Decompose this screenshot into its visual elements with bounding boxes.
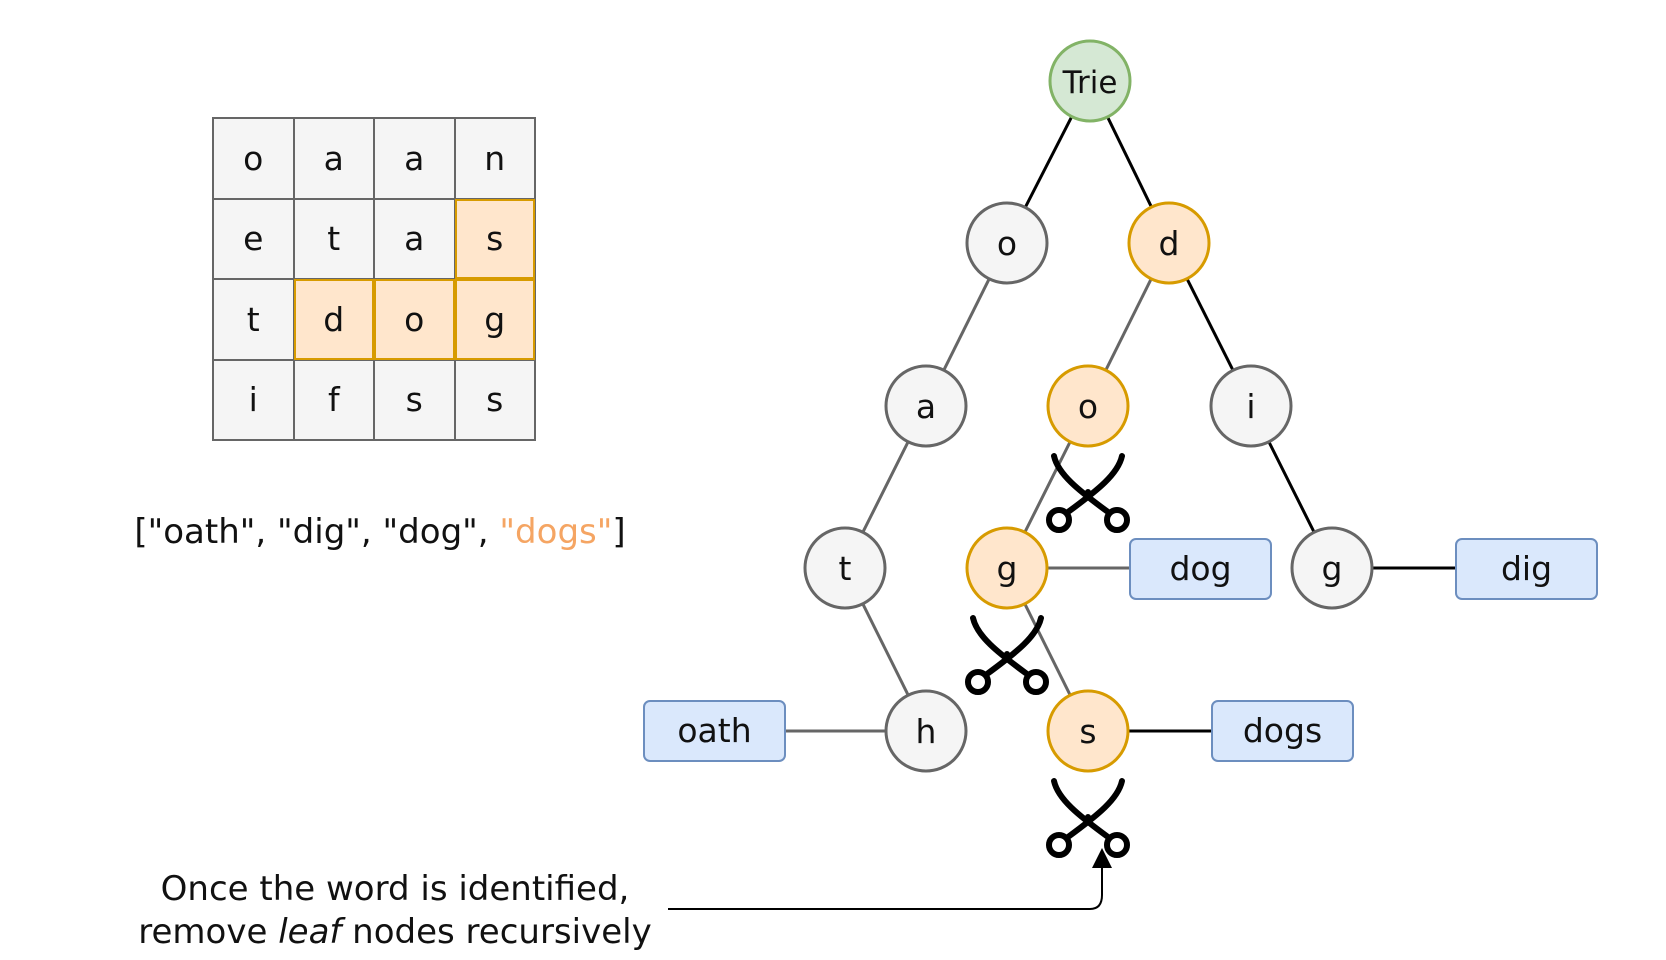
grid-cell: o: [213, 118, 294, 199]
trie-node-label: i: [1246, 387, 1255, 426]
grid-cell: o: [374, 279, 455, 360]
trie-edge: [1106, 116, 1153, 208]
word-box-label: oath: [677, 711, 751, 750]
trie-node-label: Trie: [1062, 65, 1118, 101]
word-list: ["oath", "dig", "dog", "dogs"]: [130, 512, 630, 552]
word-list-item: "oath": [147, 512, 256, 552]
trie-edge: [942, 278, 991, 371]
annotation-line-1: Once the word is identified,: [160, 869, 630, 909]
word-box: oath: [643, 700, 786, 762]
word-box: dig: [1455, 538, 1598, 600]
word-list-item: "dig": [277, 512, 361, 552]
trie-edge: [1023, 603, 1072, 696]
grid-cell: i: [213, 359, 294, 440]
trie-edge: [1185, 278, 1235, 371]
annotation-emphasis: leaf: [278, 912, 342, 952]
trie-node: o: [1046, 364, 1130, 448]
grid-cell: s: [454, 198, 535, 279]
trie-edge: [861, 441, 910, 533]
word-box-label: dog: [1169, 549, 1231, 588]
word-list-bracket: ]: [612, 512, 626, 552]
grid-cell: s: [374, 359, 455, 440]
word-box: dogs: [1211, 700, 1354, 762]
word-list-bracket: [: [134, 512, 148, 552]
grid-cell: d: [293, 279, 374, 360]
scissors-icon: [1046, 453, 1130, 533]
grid-cell: a: [374, 118, 455, 199]
grid-cell: t: [293, 198, 374, 279]
trie-node: o: [965, 201, 1049, 285]
trie-node-label: h: [916, 712, 937, 751]
trie-root-node: Trie: [1048, 39, 1132, 123]
trie-node: d: [1127, 201, 1211, 285]
trie-node-label: g: [997, 549, 1018, 588]
scissors-icon: [965, 615, 1049, 695]
trie-node-label: g: [1322, 549, 1343, 588]
word-box: dog: [1129, 538, 1272, 600]
grid-cell: g: [454, 279, 535, 360]
trie-node-label: s: [1079, 712, 1096, 751]
trie-node-label: o: [997, 224, 1017, 263]
trie-node: t: [803, 526, 887, 610]
trie-edge: [1267, 441, 1316, 533]
trie-edge: [1104, 278, 1153, 371]
trie-node: a: [884, 364, 968, 448]
annotation-arrow: [668, 848, 1112, 910]
trie-node: g: [965, 526, 1049, 610]
word-list-separator: ,: [255, 512, 278, 552]
trie-node-label: o: [1078, 387, 1098, 426]
annotation-text: Once the word is identified, remove leaf…: [110, 868, 680, 954]
grid-cell: t: [213, 279, 294, 360]
grid-cell: a: [374, 198, 455, 279]
trie-node: i: [1209, 364, 1293, 448]
trie-node: h: [884, 689, 968, 773]
word-list-separator: ,: [477, 512, 500, 552]
trie-node-label: a: [916, 387, 936, 426]
word-box-label: dogs: [1243, 711, 1322, 750]
grid-cell: e: [213, 198, 294, 279]
grid-cell: a: [293, 118, 374, 199]
trie-edge: [861, 603, 910, 696]
word-list-item: "dogs": [499, 512, 613, 552]
trie-node-label: t: [839, 549, 852, 588]
trie-edge: [1023, 441, 1072, 533]
grid-cell: n: [454, 118, 535, 199]
trie-node-label: d: [1159, 224, 1180, 263]
annotation-line-2: remove leaf nodes recursively: [138, 912, 652, 952]
scissors-icon: [1046, 778, 1130, 858]
grid-cell: s: [454, 359, 535, 440]
word-box-label: dig: [1501, 549, 1552, 588]
trie-node: s: [1046, 689, 1130, 773]
word-list-separator: ,: [360, 512, 383, 552]
word-list-item: "dog": [382, 512, 478, 552]
trie-edge: [1023, 115, 1074, 209]
trie-node: g: [1290, 526, 1374, 610]
grid-cell: f: [293, 359, 374, 440]
